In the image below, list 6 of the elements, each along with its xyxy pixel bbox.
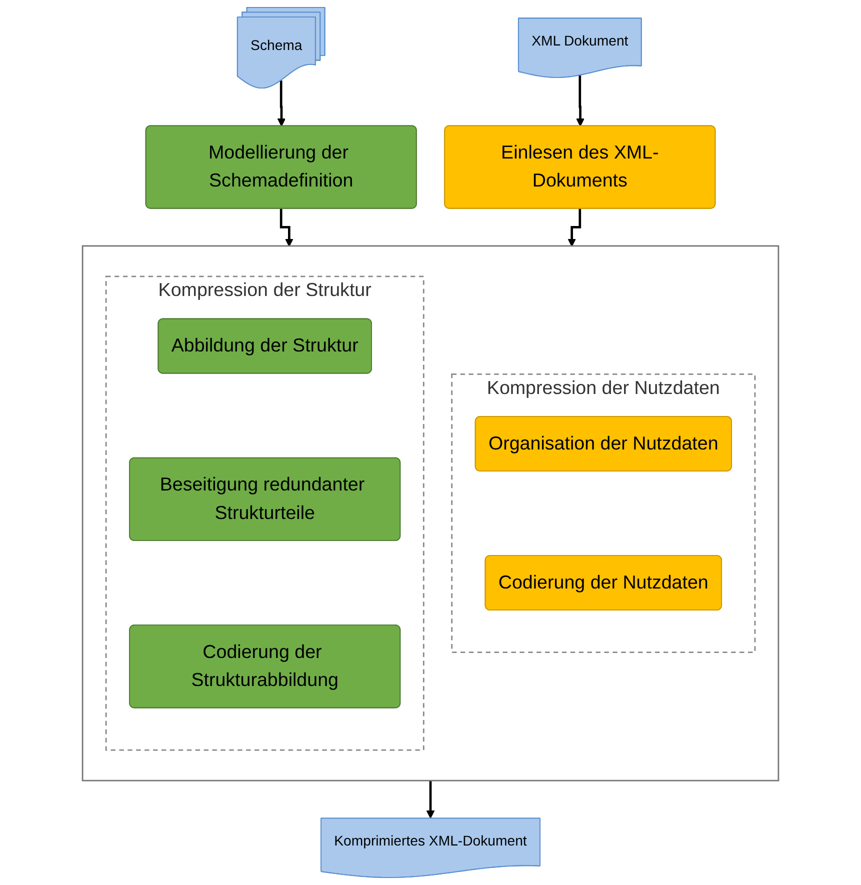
arrow (576, 74, 584, 127)
arrow (568, 207, 582, 247)
arrow (426, 779, 435, 819)
cluster (82, 245, 780, 782)
arrow (277, 79, 286, 127)
arrow (280, 207, 294, 247)
